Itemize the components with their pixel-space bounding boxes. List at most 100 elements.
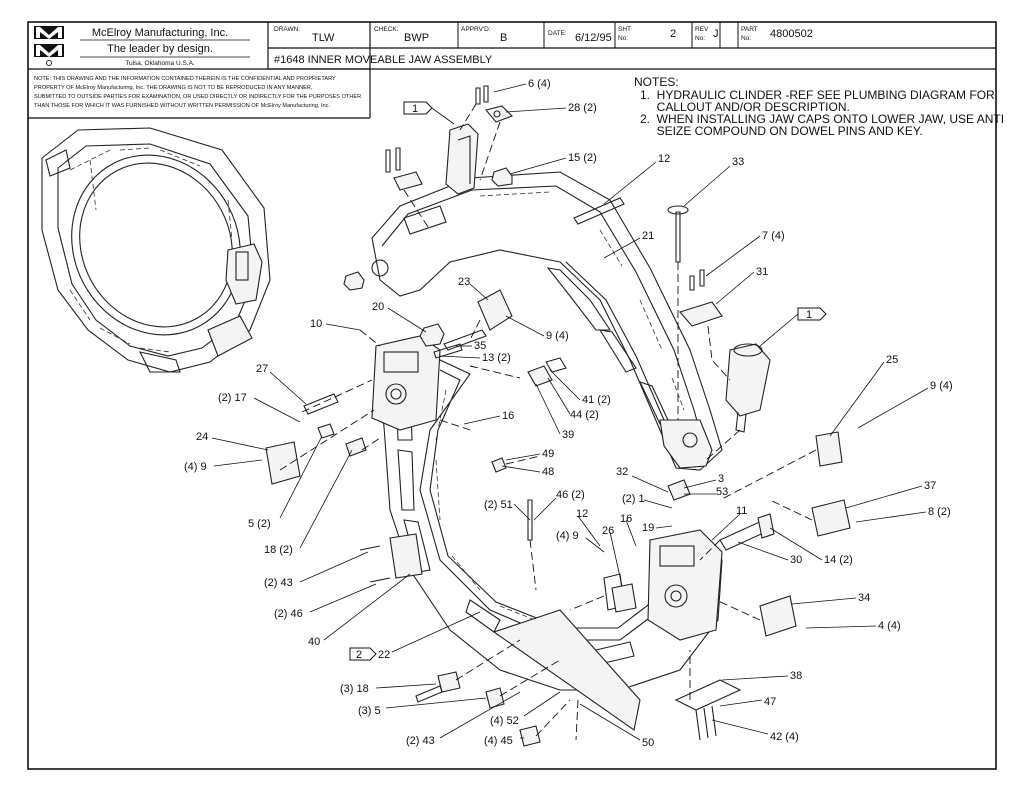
callout-9-b: 9 (4) xyxy=(930,380,953,392)
svg-text:1: 1 xyxy=(806,309,812,321)
callout-10: 10 xyxy=(310,318,322,330)
callout-9-a: 9 (4) xyxy=(546,330,569,342)
drawn-value: TLW xyxy=(312,32,335,44)
callout-46-a: 46 (2) xyxy=(556,489,585,501)
callout-3: 3 xyxy=(718,473,724,485)
callout-47: 47 xyxy=(764,696,776,708)
svg-text:1: 1 xyxy=(412,103,418,115)
note-line-2: CALLOUT AND/OR DESCRIPTION. xyxy=(640,100,850,114)
rev-label-1: REV xyxy=(695,26,709,33)
callout-28: 28 (2) xyxy=(568,102,597,114)
callout-19: 19 xyxy=(642,522,654,534)
callout-7: 7 (4) xyxy=(762,230,785,242)
callout-9-d: (4) 9 xyxy=(556,530,579,542)
callout-9-c: (4) 9 xyxy=(184,461,207,473)
part-label-1: PART xyxy=(741,26,758,33)
callout-16-a: 16 xyxy=(502,410,514,422)
drawing-title: #1648 INNER MOVEABLE JAW ASSEMBLY xyxy=(274,54,493,66)
callout-5-a: 5 (2) xyxy=(248,518,271,530)
callout-20: 20 xyxy=(372,301,384,313)
callout-43-a: (2) 43 xyxy=(264,577,293,589)
callout-38: 38 xyxy=(790,670,802,682)
company-logo xyxy=(34,26,64,67)
callout-11: 11 xyxy=(736,505,747,517)
apprvd-label: APPRV'D: xyxy=(461,26,491,33)
callout-13: 13 (2) xyxy=(482,352,511,364)
main-jaw-frame xyxy=(371,171,723,691)
callout-53: 53 xyxy=(716,486,728,498)
callout-25: 25 xyxy=(886,354,898,366)
callout-18-b: (3) 18 xyxy=(340,683,369,695)
callout-33: 33 xyxy=(732,156,744,168)
sheet-value: 2 xyxy=(670,28,676,40)
callout-49: 49 xyxy=(542,448,554,460)
callout-39: 39 xyxy=(562,429,574,441)
rev-value: J xyxy=(713,28,719,40)
callout-6: 6 (4) xyxy=(528,78,551,90)
date-label: DATE: xyxy=(548,30,567,37)
callout-43-b: (2) 43 xyxy=(406,735,435,747)
callout-37: 37 xyxy=(924,480,936,492)
callout-14: 14 (2) xyxy=(824,554,853,566)
callout-34: 34 xyxy=(858,592,870,604)
callout-8: 8 (2) xyxy=(928,506,951,518)
check-value: BWP xyxy=(404,32,429,44)
sheet-label-2: No: xyxy=(618,35,628,42)
note-line-3: 2. WHEN INSTALLING JAW CAPS ONTO LOWER J… xyxy=(640,112,1004,126)
disclaimer-line-4: THAN THOSE FOR WHICH IT WAS FURNISHED WI… xyxy=(34,103,330,109)
callout-30: 30 xyxy=(790,554,802,566)
callout-51: (2) 51 xyxy=(484,499,513,511)
callout-17: (2) 17 xyxy=(218,392,247,404)
note-line-4: SEIZE COMPOUND ON DOWEL PINS AND KEY. xyxy=(640,124,923,138)
callout-16-b: 16 xyxy=(620,513,632,525)
callout-18-a: 18 (2) xyxy=(264,544,293,556)
notes-heading: NOTES: xyxy=(634,75,679,89)
callout-48: 48 xyxy=(542,466,554,478)
callout-4: 4 (4) xyxy=(878,620,901,632)
callout-31: 31 xyxy=(756,266,768,278)
flag-1-right: 1 xyxy=(759,307,827,347)
flag-1-top: 1 xyxy=(403,101,455,125)
part-value: 4800502 xyxy=(770,28,813,40)
sheet-label-1: SHT xyxy=(618,26,631,33)
callout-41: 41 (2) xyxy=(582,394,611,406)
notes-block: NOTES: 1. HYDRAULIC CLINDER -REF SEE PLU… xyxy=(634,75,1004,138)
callout-15: 15 (2) xyxy=(568,152,597,164)
callout-24: 24 xyxy=(196,431,208,443)
disclaimer-line-1: NOTE: THIS DRAWING AND THE INFORMATION C… xyxy=(34,76,336,82)
assembly-lines xyxy=(279,103,817,741)
title-block: McElroy Manufacturing, Inc. The leader b… xyxy=(28,22,996,119)
callout-35: 35 xyxy=(474,340,486,352)
callout-42: 42 (4) xyxy=(770,731,799,743)
note-line-1: 1. HYDRAULIC CLINDER -REF SEE PLUMBING D… xyxy=(640,88,995,102)
company-name: McElroy Manufacturing, Inc. xyxy=(92,27,228,39)
loose-parts xyxy=(265,85,851,747)
callout-50: 50 xyxy=(642,737,654,749)
check-label: CHECK: xyxy=(374,26,399,33)
callout-32: 32 xyxy=(616,466,628,478)
callout-26: 26 xyxy=(602,525,614,537)
sheet-border xyxy=(27,21,997,770)
callout-44: 44 (2) xyxy=(570,409,599,421)
callout-21: 21 xyxy=(642,230,654,242)
callout-5-b: (3) 5 xyxy=(358,705,381,717)
apprvd-value: B xyxy=(500,32,507,44)
callout-46-b: (2) 46 xyxy=(274,608,303,620)
assembled-jaw-view xyxy=(41,127,271,373)
svg-text:2: 2 xyxy=(356,649,362,661)
callout-22: 22 xyxy=(378,649,390,661)
flag-2-bottom: 2 xyxy=(349,647,377,661)
drawn-label: DRAWN: xyxy=(274,26,300,33)
rev-label-2: No: xyxy=(695,35,705,42)
callout-labels: 6 (4) 28 (2) 15 (2) 12 33 21 7 (4) 31 23… xyxy=(184,78,953,749)
callout-12-top: 12 xyxy=(658,153,670,165)
disclaimer-line-3: SUBMITTED TO OUTSIDE PARTIES FOR EXAMINA… xyxy=(34,94,361,100)
callout-2-1: (2) 1 xyxy=(622,493,645,505)
callout-40: 40 xyxy=(308,636,320,648)
date-value: 6/12/95 xyxy=(575,32,612,44)
part-label-2: No: xyxy=(741,35,751,42)
company-tagline: The leader by design. xyxy=(107,43,213,55)
company-location: Tulsa, Oklahoma U.S.A. xyxy=(125,60,195,67)
callout-45: (4) 45 xyxy=(484,735,513,747)
